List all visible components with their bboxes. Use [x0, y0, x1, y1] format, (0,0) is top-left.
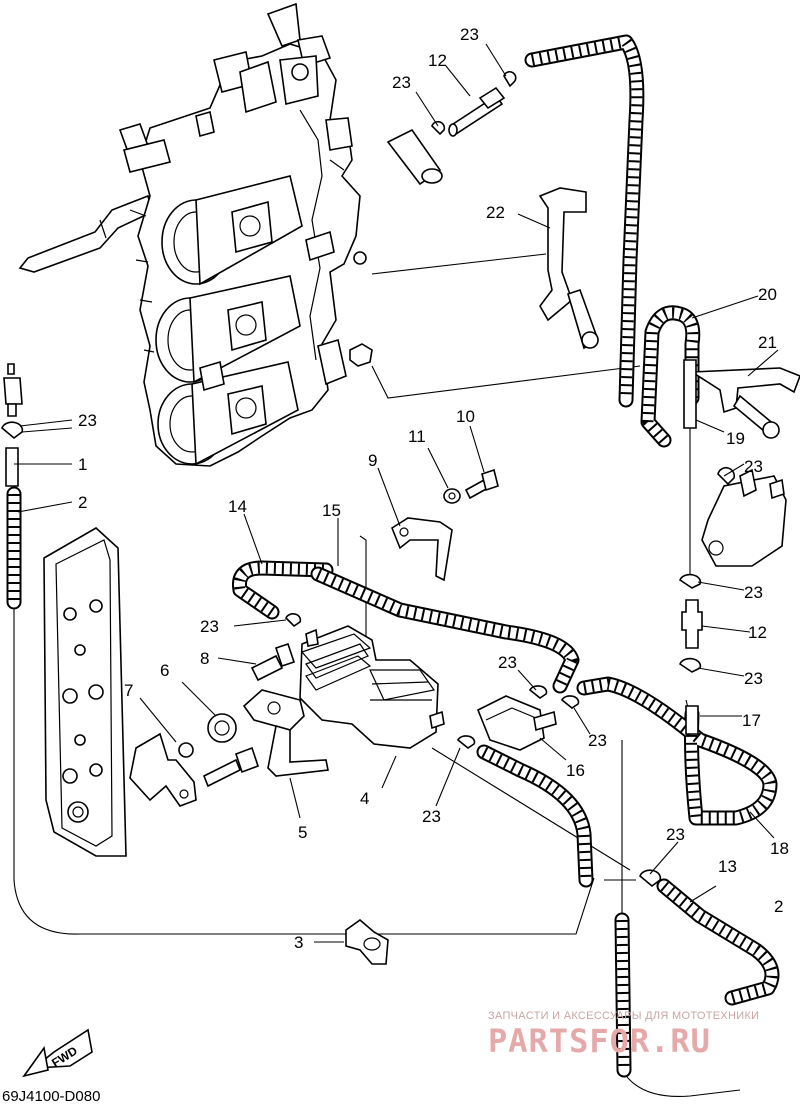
- callout-12-right: 12: [748, 623, 767, 642]
- watermark-logo: PARTSFOR.RU: [488, 1022, 711, 1060]
- small-parts: [1, 70, 800, 1078]
- callout-5: 5: [298, 823, 307, 842]
- callout-6: 6: [160, 661, 169, 680]
- callout-23-right-low: 23: [744, 669, 763, 688]
- watermark-subtitle: ЗАПЧАСТИ И АКСЕССУАРЫ ДЛЯ МОТОТЕХНИКИ: [488, 1010, 760, 1022]
- valve-16: [476, 695, 557, 751]
- fwd-arrow: [22, 1028, 93, 1078]
- hose-14: [231, 560, 334, 620]
- callout-23-canister: 23: [422, 807, 441, 826]
- callout-2-lower-right: 2: [774, 897, 783, 916]
- callout-19: 19: [726, 429, 745, 448]
- callout-16: 16: [566, 761, 585, 780]
- filter-holder: [701, 468, 787, 567]
- callout-18: 18: [770, 839, 789, 858]
- callout-12-top: 12: [428, 51, 447, 70]
- callout-8: 8: [200, 649, 209, 668]
- washer-11: [443, 488, 461, 504]
- bracket-7: [129, 732, 197, 807]
- hose-vertical-right: [614, 912, 632, 1078]
- callout-23: 23: [78, 411, 97, 430]
- throttle-barrel-middle: [155, 275, 301, 384]
- callout-3: 3: [294, 933, 303, 952]
- filter-1: [1, 363, 24, 487]
- throttle-body-assembly: [18, 2, 373, 467]
- canister-4: [299, 625, 445, 749]
- bracket-9: [391, 517, 453, 582]
- bracket-5: [242, 689, 329, 777]
- bolt-8: [250, 642, 296, 682]
- hose-2-long: [524, 34, 645, 408]
- callout-7: 7: [124, 681, 133, 700]
- callout-23-lower-right: 23: [666, 825, 685, 844]
- callout-23-valve-left: 23: [498, 653, 517, 672]
- callout-23-right-upper: 23: [744, 457, 763, 476]
- callout-leaders: [14, 43, 779, 943]
- hose-2-lower-right: [656, 878, 780, 1006]
- callout-4: 4: [360, 789, 369, 808]
- grommet-6: [207, 713, 237, 743]
- callout-2: 2: [78, 493, 87, 512]
- hose-2-lower-left: [476, 744, 594, 888]
- callout-23-top-right: 23: [460, 25, 479, 44]
- throttle-barrel-top: [161, 175, 303, 286]
- callout-23-top-left: 23: [392, 73, 411, 92]
- callout-1: 1: [78, 455, 87, 474]
- callout-13: 13: [718, 857, 737, 876]
- throttle-barrel-bottom: [157, 361, 299, 466]
- callout-21: 21: [758, 333, 777, 352]
- clip-3: [345, 918, 389, 965]
- callout-17: 17: [742, 711, 761, 730]
- joint-12-right: [681, 599, 703, 649]
- callout-9: 9: [368, 451, 377, 470]
- diagram-code: 69J4100-D080: [2, 1088, 101, 1105]
- bracket-21: [689, 367, 800, 439]
- callout-14: 14: [228, 497, 247, 516]
- bolt-lower: [202, 746, 260, 788]
- callout-15: 15: [322, 501, 341, 520]
- hose-15: [310, 566, 580, 694]
- bracket-22: [538, 187, 599, 350]
- hoses: [6, 34, 780, 1078]
- callout-22: 22: [486, 203, 505, 222]
- hose-18: [576, 676, 778, 826]
- callout-23-valve-right: 23: [588, 731, 607, 750]
- joint-12-top: [448, 86, 506, 137]
- callout-20: 20: [758, 285, 777, 304]
- hose-20: [640, 305, 701, 448]
- bolt-10: [464, 468, 499, 500]
- callout-10: 10: [456, 407, 475, 426]
- callout-23-right-mid: 23: [744, 583, 763, 602]
- gasket-plate: [43, 527, 127, 857]
- callout-11: 11: [408, 427, 426, 446]
- callout-23-hose14: 23: [200, 617, 219, 636]
